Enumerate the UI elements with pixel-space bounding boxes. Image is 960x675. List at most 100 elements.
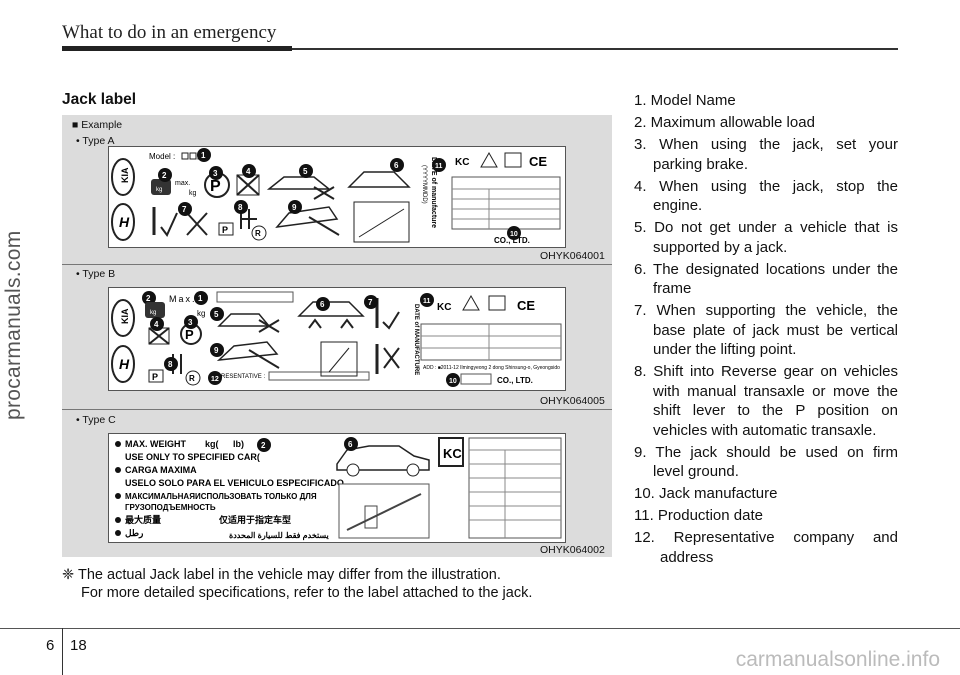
note-line-1: The actual Jack label in the vehicle may… <box>78 567 501 583</box>
svg-text:DATE of manufacture: DATE of manufacture <box>430 157 437 228</box>
svg-text:(YYYYMMDD): (YYYYMMDD) <box>421 165 427 204</box>
type-b-label: • Type B <box>76 268 116 280</box>
svg-text:5: 5 <box>214 310 219 319</box>
type-b-label-illustration: KIA H 2 kg Max. kg 1 4 P 3 P R 8 5 9 RES… <box>108 287 566 391</box>
legend-item-12: 12. Representative company and address <box>634 529 898 566</box>
header-rule-accent <box>62 46 292 51</box>
svg-text:8: 8 <box>238 203 243 212</box>
svg-text:CE: CE <box>517 298 535 313</box>
page-number: 18 <box>70 637 87 654</box>
kia-hyundai-logos: KIA H <box>111 158 135 241</box>
svg-text:DATE of MANUFACTURE: DATE of MANUFACTURE <box>413 304 419 375</box>
svg-text:P: P <box>222 225 228 235</box>
svg-text:Model :: Model : <box>149 152 175 161</box>
svg-text:10: 10 <box>449 378 457 385</box>
legend-item-7: 7. When supporting the vehicle, the base… <box>634 302 898 358</box>
svg-text:ADD : ■2011-12 Ilmingyeong 2: ADD : ■2011-12 Ilmingyeong 2 dong Shinsu… <box>423 365 560 371</box>
svg-text:H: H <box>119 214 130 230</box>
svg-text:CE: CE <box>529 154 547 169</box>
svg-text:KIA: KIA <box>120 167 130 183</box>
svg-text:10: 10 <box>510 231 518 238</box>
header-title: What to do in an emergency <box>62 22 277 43</box>
svg-text:kg: kg <box>189 190 197 197</box>
svg-text:最大质量: 最大质量 <box>125 514 161 525</box>
svg-text:3: 3 <box>213 169 218 178</box>
type-a-label-illustration: KIA H Model : 1 kg 2 max. kg P 3 4 5 6 7… <box>108 146 566 248</box>
note-line-2: For more detailed specifications, refer … <box>81 585 533 601</box>
legend-list: 1. Model Name 2. Maximum allowable load … <box>634 91 898 570</box>
svg-text:3: 3 <box>188 318 193 327</box>
svg-text:1: 1 <box>201 151 206 160</box>
legend-item-1: 1. Model Name <box>634 92 736 109</box>
legend-item-3: 3. When using the jack, set your parking… <box>634 136 898 173</box>
type-c-label: • Type C <box>76 414 116 426</box>
svg-text:P: P <box>152 372 158 382</box>
svg-text:11: 11 <box>423 298 431 305</box>
svg-text:2: 2 <box>261 441 266 450</box>
svg-text:kg(: kg( <box>205 439 219 449</box>
panel-divider-ab <box>62 264 612 265</box>
svg-text:5: 5 <box>303 167 308 176</box>
svg-text:lb): lb) <box>233 439 244 449</box>
legend-item-9: 9. The jack should be used on firm level… <box>634 443 898 481</box>
legend-item-4: 4. When using the jack, stop the engine. <box>634 177 898 215</box>
svg-text:رطل: رطل <box>125 528 143 539</box>
footer-watermark: carmanualsonline.info <box>735 648 940 671</box>
svg-text:kg: kg <box>150 310 156 316</box>
svg-text:CO., LTD.: CO., LTD. <box>494 236 530 245</box>
svg-text:МАКСИМАЛЬНАЯИСПОЛЬЗОВАТЬ ТОЛЬК: МАКСИМАЛЬНАЯИСПОЛЬЗОВАТЬ ТОЛЬКО ДЛЯ <box>125 492 317 501</box>
type-a-label: • Type A <box>76 135 115 147</box>
legend-item-8: 8. Shift into Reverse gear on vehicles w… <box>634 363 898 439</box>
svg-text:9: 9 <box>292 203 297 212</box>
note-symbol: ❈ <box>62 567 75 583</box>
type-c-label-illustration: MAX. WEIGHT kg( lb) USE ONLY TO SPECIFIED… <box>108 433 566 543</box>
svg-text:ГРУЗОПОДЪЕМНОСТЬ: ГРУЗОПОДЪЕМНОСТЬ <box>125 503 216 512</box>
svg-text:Max.: Max. <box>169 294 197 304</box>
svg-text:RESENTATIVE :: RESENTATIVE : <box>221 374 265 380</box>
svg-text:6: 6 <box>394 161 399 170</box>
section-title: Jack label <box>62 91 137 108</box>
svg-text:11: 11 <box>435 163 443 170</box>
header-rule <box>62 48 898 50</box>
svg-text:CARGA MAXIMA: CARGA MAXIMA <box>125 465 197 475</box>
svg-text:P: P <box>185 327 194 342</box>
svg-text:max.: max. <box>175 180 190 187</box>
svg-text:7: 7 <box>182 205 187 214</box>
legend-item-10: 10. Jack manufacture <box>634 485 778 502</box>
svg-text:6: 6 <box>320 300 325 309</box>
svg-text:12: 12 <box>211 376 219 383</box>
example-heading: ■ Example <box>72 119 123 131</box>
svg-text:R: R <box>189 374 195 383</box>
svg-text:يستخدم فقط للسيارة المحددة: يستخدم فقط للسيارة المحددة <box>229 531 330 541</box>
svg-text:4: 4 <box>154 320 159 329</box>
side-watermark: procarmanuals.com <box>2 230 25 420</box>
legend-item-6: 6. The designated locations under the fr… <box>634 260 898 298</box>
legend-item-11: 11. Production date <box>634 507 763 524</box>
svg-text:USELO SOLO PARA EL VEHICULO ES: USELO SOLO PARA EL VEHICULO ESPECIFICADO <box>125 478 344 488</box>
svg-text:2: 2 <box>162 171 167 180</box>
svg-text:仅适用于指定车型: 仅适用于指定车型 <box>218 514 291 525</box>
type-b-code: OHYK064005 <box>540 395 605 407</box>
svg-text:7: 7 <box>368 298 373 307</box>
svg-text:KC: KC <box>455 157 469 168</box>
footer-divider <box>62 628 63 675</box>
svg-text:KC: KC <box>437 302 451 313</box>
footer-rule <box>0 628 960 629</box>
svg-text:CO., LTD.: CO., LTD. <box>497 376 533 385</box>
svg-text:KC: KC <box>443 446 462 461</box>
legend-item-2: 2. Maximum allowable load <box>634 114 815 131</box>
svg-text:R: R <box>255 229 261 238</box>
svg-text:MAX. WEIGHT: MAX. WEIGHT <box>125 439 186 449</box>
svg-text:4: 4 <box>246 167 251 176</box>
svg-text:USE ONLY TO SPECIFIED CAR(: USE ONLY TO SPECIFIED CAR( <box>125 452 260 462</box>
svg-text:kg: kg <box>156 187 162 193</box>
svg-text:KIA: KIA <box>120 308 130 324</box>
chapter-number: 6 <box>46 637 55 654</box>
svg-text:kg: kg <box>197 309 205 318</box>
svg-text:1: 1 <box>198 294 203 303</box>
panel-divider-bc <box>62 409 612 410</box>
svg-text:9: 9 <box>214 346 219 355</box>
svg-text:2: 2 <box>146 294 151 303</box>
svg-text:H: H <box>119 356 130 372</box>
type-a-code: OHYK064001 <box>540 250 605 262</box>
